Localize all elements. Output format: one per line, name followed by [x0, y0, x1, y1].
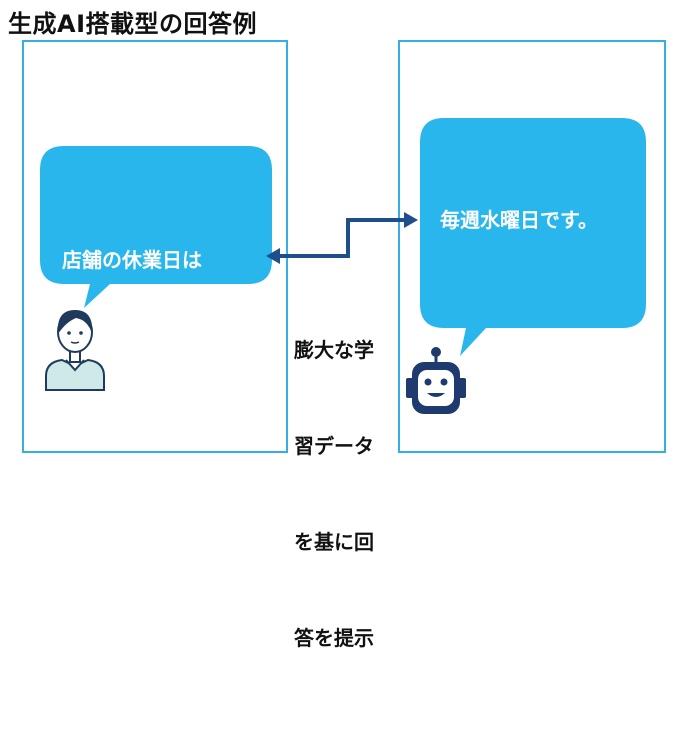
bot-panel [398, 40, 666, 453]
connector-label-line: 膨大な学 [294, 338, 374, 362]
page-title: 生成AI搭載型の回答例 [8, 10, 258, 38]
connector-label-line: 習データ [294, 434, 374, 458]
bot-answer: 毎週水曜日です。 臨時休業日が分 かるURLはこち らです。 http://ww… [440, 140, 599, 744]
double-arrow-icon [266, 212, 418, 264]
user-panel [22, 40, 288, 453]
connector-label-line: 答を提示 [294, 626, 374, 650]
robot-icon [406, 347, 466, 414]
bot-answer-line: 毎週水曜日です。 [440, 208, 598, 232]
person-icon [45, 310, 105, 391]
bot-answer-url: http://www~~ [440, 684, 600, 708]
user-question-line: 店舗の休業日は [62, 248, 202, 272]
connector-label: 膨大な学 習データ を基に回 答を提示 [294, 270, 374, 686]
bot-speech-bubble [420, 118, 646, 356]
connector-label-line: を基に回 [294, 530, 374, 554]
user-question: 店舗の休業日は いつですか？ [62, 180, 202, 404]
user-speech-bubble [40, 146, 272, 308]
bot-answer-line: かるURLはこち [440, 472, 585, 496]
bot-answer-line: らです。 [440, 568, 518, 592]
